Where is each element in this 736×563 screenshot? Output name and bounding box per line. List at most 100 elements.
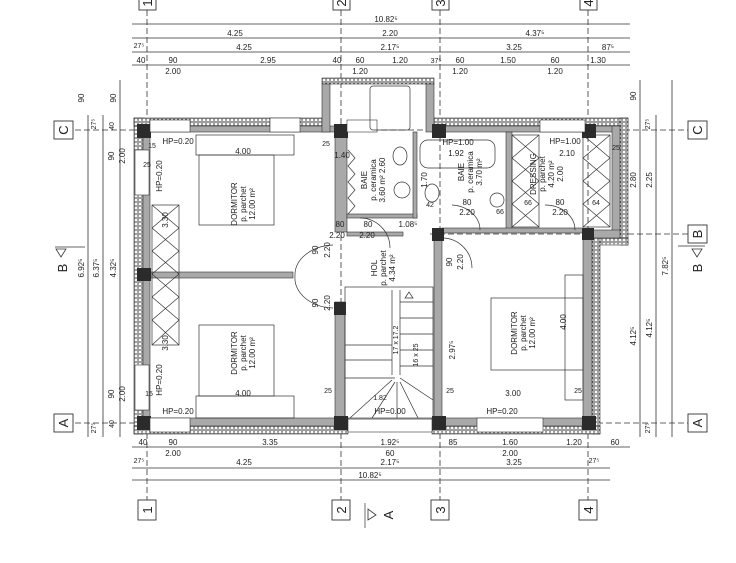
plan-line <box>137 124 151 138</box>
dimension-label: 1.92 <box>448 149 464 158</box>
section-marker-b-left: B <box>55 246 85 272</box>
toilet-1 <box>392 146 408 166</box>
dimension-label: 1.30 <box>590 56 606 65</box>
dimension-label: p. ceramica <box>466 151 475 193</box>
dimension-label: 1.20 <box>392 56 408 65</box>
plan-line <box>344 286 434 420</box>
plan-line <box>269 117 301 133</box>
dimension-label: DRESSING <box>529 153 538 195</box>
room-labels: DORMITOR p. parchet 12.00 m² DORMITOR p.… <box>230 151 565 375</box>
plan-line <box>430 499 450 521</box>
plan-line <box>425 83 435 133</box>
plan-line <box>579 0 598 11</box>
dimension-label: A <box>56 418 71 427</box>
plan-line <box>564 274 584 401</box>
dimension-label: 1.92⁵ <box>381 438 400 447</box>
dimension-label: 2.80 <box>629 172 638 188</box>
dimension-label: 2.20 <box>459 208 475 217</box>
dimension-label: 40 <box>137 56 146 65</box>
dimension-label: BAIE <box>360 171 369 189</box>
axis-2-bottom: 2 <box>331 499 351 521</box>
dimension-label: 1.50 <box>500 56 516 65</box>
dimension-label: 4.32⁵ <box>109 259 118 278</box>
wardrobe-dressing-right <box>582 134 611 228</box>
sill-heights: HP=0.20 HP=0.20 HP=0.20 HP=0.20 HP=0.00 … <box>155 137 581 416</box>
axis-4-bottom: 4 <box>578 499 598 521</box>
dimension-label: HP=1.00 <box>442 138 474 147</box>
dimension-label: 2.20 <box>456 254 465 270</box>
plan-line <box>347 149 356 215</box>
dimension-label: 3.35 <box>262 438 278 447</box>
dimension-label: HP=0.20 <box>162 407 194 416</box>
dimension-label: 1 <box>140 506 155 513</box>
axis-b-right: B <box>687 224 708 244</box>
dimension-label: 2.20 <box>552 208 568 217</box>
dimension-label: 27⁵ <box>645 119 652 130</box>
dimension-label: 4.25 <box>227 29 243 38</box>
plan-line <box>582 124 596 138</box>
plan-line <box>138 0 157 11</box>
dimension-label: 17 x 17.2 <box>393 325 400 354</box>
dimension-label: HP=0.20 <box>155 160 164 192</box>
dimension-label: 2.00 <box>118 386 127 402</box>
dimension-label: C <box>690 125 705 134</box>
dimension-label: 16 x 25 <box>413 343 420 366</box>
dimension-label: 25 <box>322 141 330 148</box>
plan-line <box>294 244 334 309</box>
dimension-label: 25 <box>446 388 454 395</box>
plan-line <box>619 117 629 246</box>
dimension-label: C <box>56 125 71 134</box>
dimension-label: 4.25 <box>236 43 252 52</box>
plan-line <box>53 120 74 140</box>
room-baie-2: BAIE p. ceramica 3.70 m² <box>457 151 484 193</box>
plan-line <box>334 124 348 138</box>
plan-line <box>404 291 414 299</box>
plan-line <box>347 417 433 433</box>
plan-line <box>591 237 601 435</box>
dimension-label: 4.00 <box>559 314 568 330</box>
sink-1 <box>393 181 411 199</box>
plan-line <box>433 231 443 419</box>
dimension-label: 60 <box>386 449 395 458</box>
dimension-label: 90 <box>311 245 320 254</box>
plan-line <box>137 499 157 521</box>
room-dressing: DRESSING p. parchet 4.20 m² 2.00 <box>529 153 565 195</box>
dimension-label: 87⁵ <box>602 43 614 52</box>
plan-line <box>432 124 446 138</box>
dimension-label: 1.82 <box>373 395 387 402</box>
axis-a-left: A <box>53 413 74 433</box>
dimension-label: 42 <box>426 202 434 209</box>
dimension-label: 3.30 <box>161 335 170 351</box>
plan-line <box>149 417 191 433</box>
dimension-label: 3.60 m² 2.60 <box>378 157 387 202</box>
dimension-label: 2.20 <box>359 231 375 240</box>
dimension-label: 12.00 m² <box>248 337 257 369</box>
dimension-label: 2 <box>334 0 349 7</box>
dimension-label: 2.10 <box>559 149 575 158</box>
dimension-label: 90 <box>169 56 178 65</box>
plan-line <box>441 227 584 234</box>
plan-line <box>195 134 295 156</box>
plan-line <box>345 290 434 419</box>
dimension-label: 25 <box>612 145 620 152</box>
dimension-label: 80 <box>556 198 565 207</box>
plan-line <box>432 228 444 241</box>
dimension-label: 2.00 <box>502 449 518 458</box>
dimension-label: DORMITOR <box>510 311 519 355</box>
dimension-label: 60 <box>356 56 365 65</box>
plan-line <box>149 271 294 279</box>
dimension-label: 4.12⁵ <box>629 327 638 346</box>
dimension-label: 40 <box>109 122 116 130</box>
plan-line <box>134 149 150 196</box>
dimension-label: 1.20 <box>547 67 563 76</box>
dimensions-left: 6.92⁵ 6.37⁵ 4.32⁵ 90 90 27⁵ 40 90 2.00 9… <box>77 80 127 437</box>
dimension-label: 90 <box>77 93 86 102</box>
plan-line <box>55 248 67 258</box>
dimension-label: HOL <box>370 259 379 276</box>
dimension-label: 60 <box>456 56 465 65</box>
dimension-label: 4 <box>581 506 596 513</box>
axis-1-top: 1 <box>138 0 157 11</box>
plan-line <box>505 131 513 233</box>
room-dormitor-bottom-left: DORMITOR p. parchet 12.00 m² <box>230 331 257 375</box>
dimension-label: 1.60 <box>502 438 518 447</box>
